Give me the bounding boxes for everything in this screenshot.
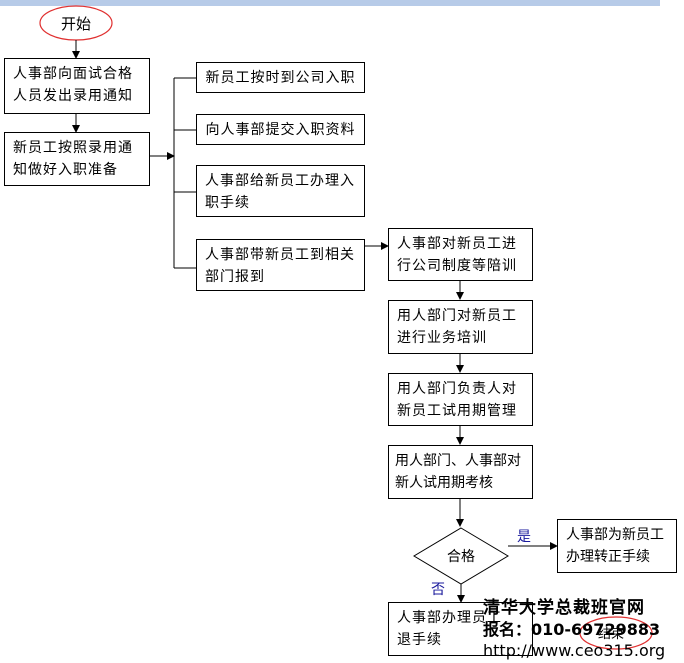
watermark-title: 清华大学总裁班官网	[483, 598, 645, 618]
regularize-line-2: 办理转正手续	[566, 549, 650, 565]
business-training-line-1: 用人部门对新员工	[397, 308, 517, 324]
regularize-box: 人事部为新员工 办理转正手续	[557, 519, 677, 573]
resign-line-2: 退手续	[397, 632, 442, 648]
procedures-line-2: 职手续	[205, 195, 250, 211]
procedures-line-1: 人事部给新员工办理入	[205, 173, 355, 189]
submit-box: 向人事部提交入职资料	[196, 114, 365, 145]
procedures-box: 人事部给新员工办理入 职手续	[196, 165, 365, 217]
end-label: 结束	[598, 627, 625, 642]
no-label: 否	[431, 582, 445, 598]
probation-eval-box: 用人部门、人事部对 新人试用期考核	[388, 445, 533, 499]
watermark-url: http://www.ceo315.org	[483, 641, 666, 660]
probation-mgmt-line-2: 新员工试用期管理	[397, 403, 517, 419]
start-label: 开始	[60, 14, 91, 33]
escort-line-2: 部门报到	[205, 269, 265, 285]
on-time-box: 新员工按时到公司入职	[196, 62, 365, 93]
offer-line-2: 人员发出录用通知	[13, 88, 133, 104]
offer-line-1: 人事部向面试合格	[13, 66, 133, 82]
watermark-phone: 报名：010-69729883	[483, 620, 661, 639]
offer-box: 人事部向面试合格 人员发出录用通知	[4, 58, 150, 114]
probation-mgmt-line-1: 用人部门负责人对	[397, 381, 517, 397]
watermark: 清华大学总裁班官网 报名：010-69729883 http://www.ceo…	[483, 598, 665, 661]
probation-mgmt-box: 用人部门负责人对 新员工试用期管理	[388, 373, 533, 426]
company-training-box: 人事部对新员工进 行公司制度等陪训	[388, 228, 533, 281]
resign-line-1: 人事部办理员工	[397, 610, 502, 626]
prepare-line-2: 知做好入职准备	[13, 162, 118, 178]
escort-line-1: 人事部带新员工到相关	[205, 247, 355, 263]
probation-eval-line-2: 新人试用期考核	[395, 475, 493, 491]
end-ellipse	[579, 616, 653, 650]
prepare-line-1: 新员工按照录用通	[13, 140, 133, 156]
escort-box: 人事部带新员工到相关 部门报到	[196, 239, 365, 291]
company-training-line-1: 人事部对新员工进	[397, 236, 517, 252]
decision-label: 合格	[447, 549, 475, 565]
on-time-text: 新员工按时到公司入职	[205, 69, 356, 86]
submit-text: 向人事部提交入职资料	[205, 121, 356, 138]
prepare-box: 新员工按照录用通 知做好入职准备	[4, 132, 150, 186]
business-training-box: 用人部门对新员工 进行业务培训	[388, 300, 533, 354]
probation-eval-line-1: 用人部门、人事部对	[395, 453, 521, 469]
yes-label: 是	[517, 529, 531, 545]
business-training-line-2: 进行业务培训	[397, 330, 487, 346]
company-training-line-2: 行公司制度等陪训	[397, 258, 517, 274]
top-bar	[0, 0, 660, 6]
resign-box: 人事部办理员工 退手续	[388, 602, 533, 656]
regularize-line-1: 人事部为新员工	[566, 527, 664, 543]
